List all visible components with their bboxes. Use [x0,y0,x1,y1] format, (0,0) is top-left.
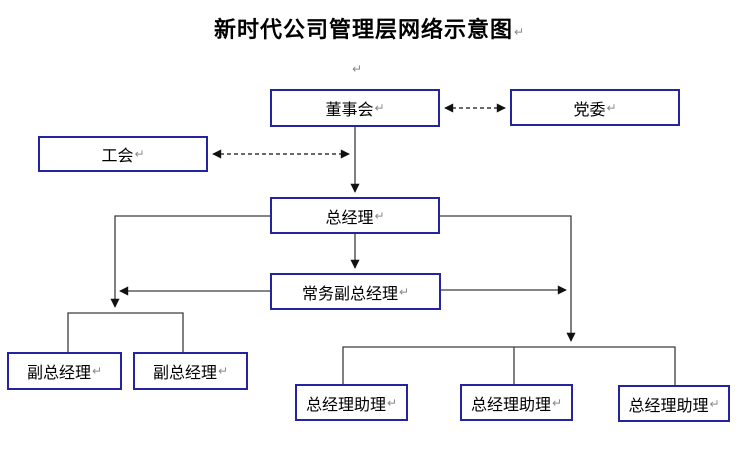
node-party-committee[interactable]: 党委↵ [510,89,680,126]
paragraph-mark-icon: ↵ [551,395,563,410]
node-gm-assistant-1[interactable]: 总经理助理↵ [295,384,408,421]
connector-gm-deputy-branch [110,215,270,308]
node-deputy-gm-2[interactable]: 副总经理↵ [133,352,248,390]
node-gm-assistant-3[interactable]: 总经理助理↵ [618,385,730,422]
paragraph-mark-icon: ↵ [606,100,617,115]
paragraph-mark-icon: ↵ [374,208,385,223]
paragraph-mark-icon: ↵ [352,62,363,76]
paragraph-mark-icon: ↵ [513,25,526,39]
node-label: 副总经理 [152,365,217,382]
node-label: 党委 [573,101,606,119]
branch-rail-assistants [342,346,676,385]
node-labor-union[interactable]: 工会↵ [38,136,208,172]
node-label: 董事会 [325,102,374,119]
connector-gm-assistant-branch [440,215,576,342]
node-general-manager[interactable]: 总经理↵ [270,197,440,234]
node-gm-assistant-2[interactable]: 总经理助理↵ [460,384,573,421]
node-label: 总经理助理 [628,397,709,415]
diagram-title: 新时代公司管理层网络示意图↵ [0,12,739,44]
node-label: 总经理助理 [305,396,386,414]
node-label: 工会 [101,148,134,165]
node-label: 副总经理 [26,365,91,382]
node-executive-deputy-gm[interactable]: 常务副总经理↵ [270,273,441,310]
paragraph-mark-icon: ↵ [374,101,385,115]
paragraph-mark-icon: ↵ [91,364,103,378]
paragraph-mark-icon: ↵ [386,395,398,410]
node-board-of-directors[interactable]: 董事会↵ [270,89,440,127]
branch-rail-deputies [67,312,184,352]
paragraph-mark-icon: ↵ [709,396,720,411]
node-label: 常务副总经理 [301,285,398,303]
paragraph-mark-icon: ↵ [134,147,145,161]
node-label: 总经理助理 [470,396,551,414]
diagram-title-text: 新时代公司管理层网络示意图 [213,17,513,42]
paragraph-mark-icon: ↵ [398,284,410,299]
paragraph-mark-icon: ↵ [217,364,229,378]
node-label: 总经理 [325,209,374,227]
node-deputy-gm-1[interactable]: 副总经理↵ [7,352,122,390]
